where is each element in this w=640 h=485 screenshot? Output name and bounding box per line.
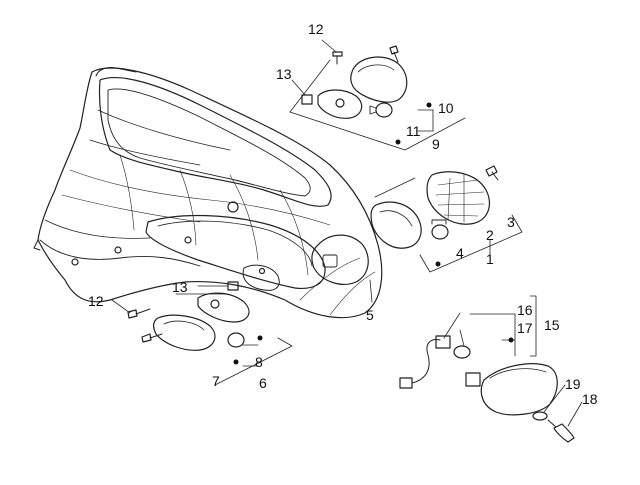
callout-13-mid: 13	[172, 279, 188, 295]
callout-16: 16	[517, 302, 533, 318]
callout-12-left: 12	[88, 293, 104, 309]
callout-7: 7	[212, 373, 220, 389]
reference-dots	[233, 102, 514, 365]
callout-15: 15	[544, 317, 560, 333]
callout-17: 17	[517, 320, 533, 336]
front-shield-body	[33, 67, 383, 319]
callout-11: 11	[406, 123, 421, 139]
callout-4: 4	[456, 245, 464, 261]
leader-lines	[111, 39, 583, 427]
callout-10: 10	[438, 100, 454, 116]
indicator-assembly-left	[127, 281, 293, 386]
callout-13-top: 13	[276, 66, 292, 82]
callout-19: 19	[565, 376, 581, 392]
callout-5: 5	[366, 307, 374, 323]
callout-18: 18	[582, 391, 598, 407]
callout-2: 2	[486, 227, 494, 243]
callout-8: 8	[255, 354, 263, 370]
callout-9: 9	[432, 136, 440, 152]
callout-6: 6	[259, 375, 267, 391]
indicator-assembly-right	[370, 165, 523, 273]
indicator-assembly-upper	[289, 45, 466, 151]
callout-3: 3	[507, 214, 515, 230]
callout-12-top: 12	[308, 21, 324, 37]
callout-1: 1	[486, 251, 494, 267]
